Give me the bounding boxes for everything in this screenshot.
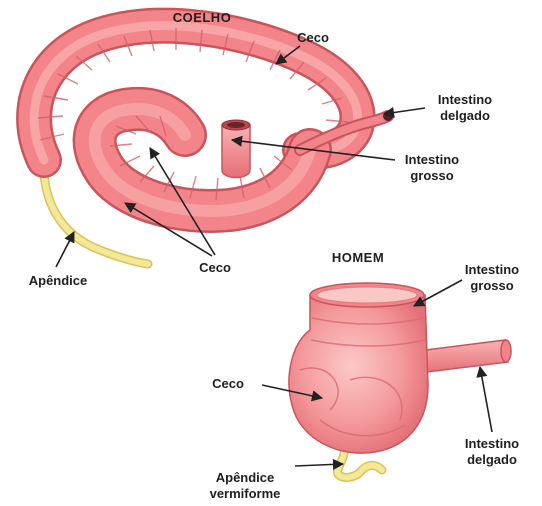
- human-title: HOMEM: [320, 250, 396, 266]
- label-rabbit-small-intestine-line1: Intestino: [425, 92, 505, 108]
- label-rabbit-large-intestine-line1: Intestino: [392, 152, 472, 168]
- label-rabbit-ceco-top: Ceco: [288, 30, 338, 46]
- label-human-large-intestine: Intestino grosso: [452, 262, 532, 294]
- rabbit-title: COELHO: [158, 10, 246, 26]
- label-rabbit-ceco-bottom: Ceco: [190, 260, 240, 276]
- label-human-small-intestine-line1: Intestino: [452, 436, 532, 452]
- label-rabbit-small-intestine-line2: delgado: [425, 108, 505, 124]
- label-human-appendix-line1: Apêndice: [190, 470, 300, 486]
- rabbit-diagram: [34, 26, 393, 264]
- label-human-small-intestine: Intestino delgado: [452, 436, 532, 468]
- label-human-small-intestine-line2: delgado: [452, 452, 532, 468]
- label-human-appendix: Apêndice vermiforme: [190, 470, 300, 502]
- arrow-rabbit-appendix: [56, 232, 74, 267]
- label-rabbit-large-intestine-line2: grosso: [392, 168, 472, 184]
- label-rabbit-small-intestine: Intestino delgado: [425, 92, 505, 124]
- label-human-large-intestine-line2: grosso: [452, 278, 532, 294]
- label-rabbit-large-intestine: Intestino grosso: [392, 152, 472, 184]
- rabbit-large-intestine-shape: [222, 125, 250, 178]
- arrow-human-small-intestine: [480, 367, 492, 432]
- label-human-ceco: Ceco: [200, 376, 256, 392]
- human-cecum-shape: [289, 295, 428, 453]
- label-human-large-intestine-line1: Intestino: [452, 262, 532, 278]
- label-rabbit-appendix: Apêndice: [10, 273, 106, 289]
- label-human-appendix-line2: vermiforme: [190, 486, 300, 502]
